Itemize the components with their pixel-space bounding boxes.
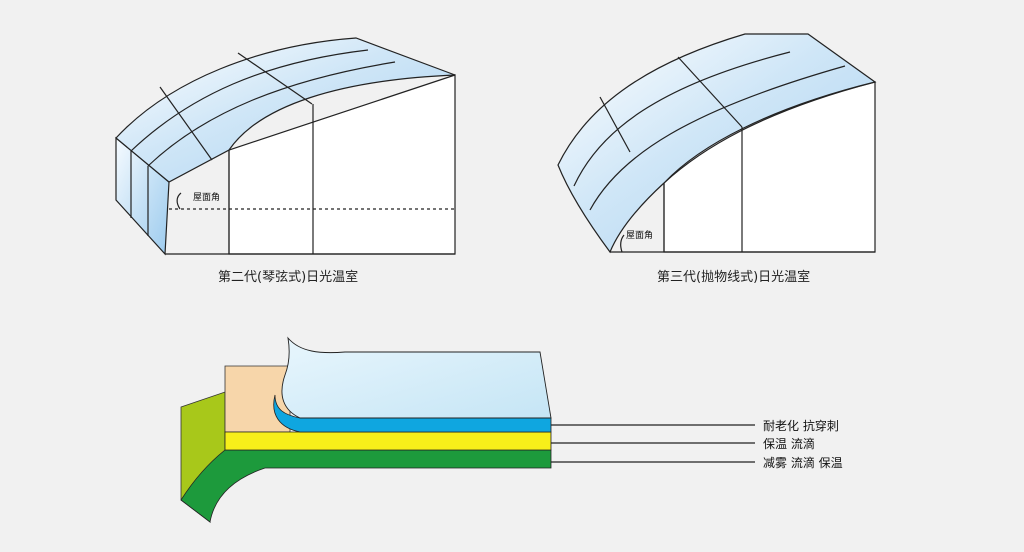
roof-surface	[115, 37, 456, 183]
roof-surface	[557, 33, 877, 254]
angle-arc	[176, 192, 182, 210]
roof-purlin	[159, 86, 213, 161]
layer-yellow	[224, 431, 552, 451]
greenhouse-left	[115, 37, 456, 256]
greenhouse-right	[557, 33, 877, 254]
layer-green	[180, 449, 552, 523]
caption-right: 第三代(抛物线式)日光温室	[657, 270, 811, 285]
layer-label-2: 保温 流滴	[763, 437, 815, 451]
layer-label-3: 减雾 流滴 保温	[763, 456, 843, 470]
roof-purlin	[237, 52, 313, 105]
caption-left: 第二代(琴弦式)日光温室	[218, 270, 359, 285]
angle-arc	[620, 234, 625, 253]
angle-label-right: 屋面角	[626, 231, 654, 241]
layer-top-film	[281, 336, 552, 419]
roof-rib	[147, 61, 396, 167]
layer-label-1: 耐老化 抗穿刺	[763, 419, 839, 433]
roof-rib	[130, 49, 369, 152]
angle-label-left: 屋面角	[193, 193, 221, 203]
film-cross-section	[180, 336, 755, 524]
